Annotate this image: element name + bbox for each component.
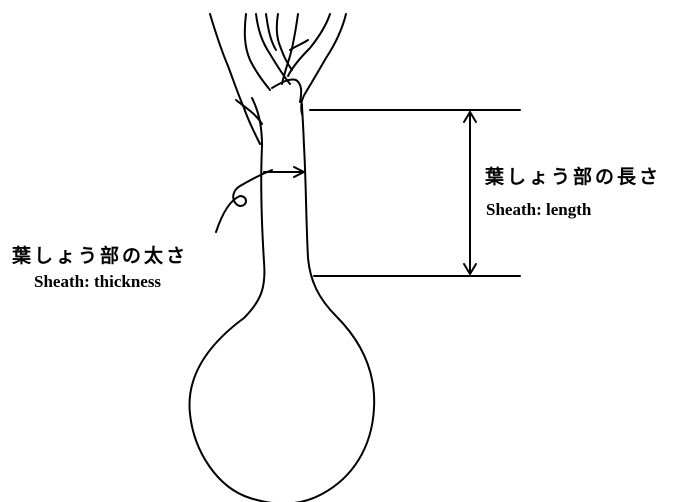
leaf-blades (209, 13, 347, 145)
sheath-thickness-label-jp: 葉しょう部の太さ (12, 245, 189, 267)
sheath-length-label-jp: 葉しょう部の長さ (485, 166, 662, 188)
sheath-length-indicator (309, 109, 521, 277)
sheath-length-label-en: Sheath: length (486, 200, 592, 219)
sheath-thickness-label-en: Sheath: thickness (34, 272, 162, 291)
sheath-and-bulb-outline (188, 97, 376, 502)
sheath-thickness-indicator (215, 166, 305, 233)
